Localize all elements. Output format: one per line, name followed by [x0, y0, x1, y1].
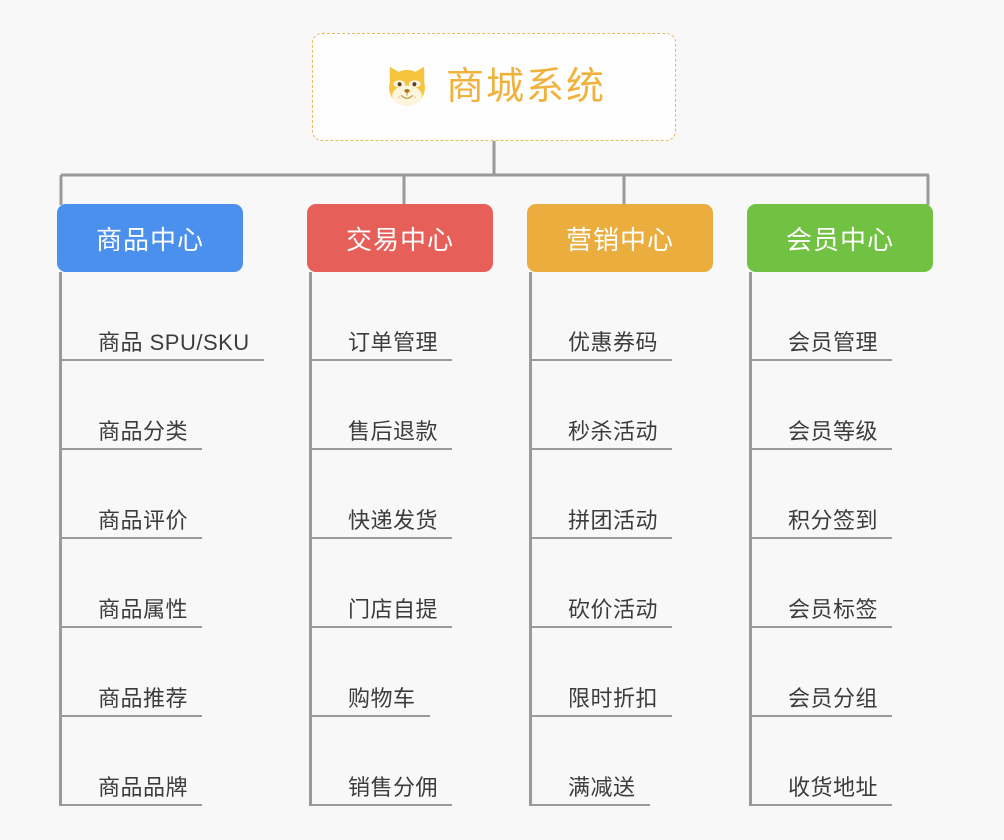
root-node[interactable]: 商城系统	[312, 33, 676, 141]
leaf-item[interactable]: 会员分组	[752, 628, 892, 717]
leaf-item[interactable]: 会员管理	[752, 272, 892, 361]
leaf-label: 会员标签	[788, 596, 879, 622]
branch-header-label: 交易中心	[345, 224, 454, 255]
shiba-dog-face-icon	[389, 66, 425, 106]
leaf-label: 限时折扣	[568, 685, 659, 711]
branch-column-member: 会员中心 会员管理 会员等级 积分签到 会员标签 会员分组 收货地址	[747, 204, 935, 806]
leaf-item[interactable]: 砍价活动	[532, 539, 672, 628]
leaf-label: 会员管理	[788, 329, 879, 355]
branch-header-trade[interactable]: 交易中心	[307, 204, 493, 272]
leaf-label: 销售分佣	[348, 774, 439, 800]
leaf-item[interactable]: 拼团活动	[532, 450, 672, 539]
leaf-label: 订单管理	[348, 329, 439, 355]
leaf-item[interactable]: 商品分类	[62, 361, 202, 450]
leaf-label: 商品品牌	[98, 774, 189, 800]
leaf-item[interactable]: 购物车	[312, 628, 430, 717]
branch-header-member[interactable]: 会员中心	[747, 204, 933, 272]
leaf-label: 快递发货	[348, 507, 439, 533]
leaf-label: 砍价活动	[568, 596, 659, 622]
leaf-list-trade: 订单管理 售后退款 快递发货 门店自提 购物车 销售分佣	[309, 272, 495, 806]
leaf-label: 售后退款	[348, 418, 439, 444]
leaf-item[interactable]: 会员等级	[752, 361, 892, 450]
leaf-label: 会员等级	[788, 418, 879, 444]
leaf-label: 满减送	[568, 774, 636, 800]
leaf-label: 商品推荐	[98, 685, 189, 711]
leaf-item[interactable]: 会员标签	[752, 539, 892, 628]
leaf-item[interactable]: 门店自提	[312, 539, 452, 628]
leaf-item[interactable]: 限时折扣	[532, 628, 672, 717]
leaf-label: 购物车	[348, 685, 416, 711]
leaf-item[interactable]: 商品推荐	[62, 628, 202, 717]
leaf-item[interactable]: 满减送	[532, 717, 650, 806]
leaf-label: 优惠券码	[568, 329, 659, 355]
leaf-item[interactable]: 商品评价	[62, 450, 202, 539]
leaf-label: 积分签到	[788, 507, 879, 533]
leaf-item[interactable]: 商品品牌	[62, 717, 202, 806]
leaf-item[interactable]: 销售分佣	[312, 717, 452, 806]
leaf-label: 门店自提	[348, 596, 439, 622]
leaf-label: 商品评价	[98, 507, 189, 533]
leaf-label: 拼团活动	[568, 507, 659, 533]
leaf-label: 商品 SPU/SKU	[98, 329, 250, 355]
branch-column-marketing: 营销中心 优惠券码 秒杀活动 拼团活动 砍价活动 限时折扣 满减送	[527, 204, 715, 806]
leaf-item[interactable]: 订单管理	[312, 272, 452, 361]
leaf-label: 秒杀活动	[568, 418, 659, 444]
leaf-item[interactable]: 快递发货	[312, 450, 452, 539]
leaf-list-product: 商品 SPU/SKU 商品分类 商品评价 商品属性 商品推荐 商品品牌	[59, 272, 264, 806]
leaf-list-marketing: 优惠券码 秒杀活动 拼团活动 砍价活动 限时折扣 满减送	[529, 272, 715, 806]
leaf-item[interactable]: 优惠券码	[532, 272, 672, 361]
leaf-label: 会员分组	[788, 685, 879, 711]
branch-column-trade: 交易中心 订单管理 售后退款 快递发货 门店自提 购物车 销售分佣	[307, 204, 495, 806]
leaf-item[interactable]: 商品属性	[62, 539, 202, 628]
leaf-item[interactable]: 秒杀活动	[532, 361, 672, 450]
branch-header-marketing[interactable]: 营销中心	[527, 204, 713, 272]
leaf-label: 商品分类	[98, 418, 189, 444]
branch-column-product: 商品中心 商品 SPU/SKU 商品分类 商品评价 商品属性 商品推荐 商品品牌	[57, 204, 264, 806]
branch-header-label: 商品中心	[95, 224, 204, 255]
leaf-list-member: 会员管理 会员等级 积分签到 会员标签 会员分组 收货地址	[749, 272, 935, 806]
leaf-label: 收货地址	[788, 774, 879, 800]
branch-header-label: 营销中心	[565, 224, 674, 255]
leaf-item[interactable]: 积分签到	[752, 450, 892, 539]
leaf-label: 商品属性	[98, 596, 189, 622]
branch-header-product[interactable]: 商品中心	[57, 204, 243, 272]
root-title: 商城系统	[445, 66, 606, 108]
branch-header-label: 会员中心	[785, 224, 894, 255]
leaf-item[interactable]: 售后退款	[312, 361, 452, 450]
leaf-item[interactable]: 商品 SPU/SKU	[62, 272, 264, 361]
leaf-item[interactable]: 收货地址	[752, 717, 892, 806]
